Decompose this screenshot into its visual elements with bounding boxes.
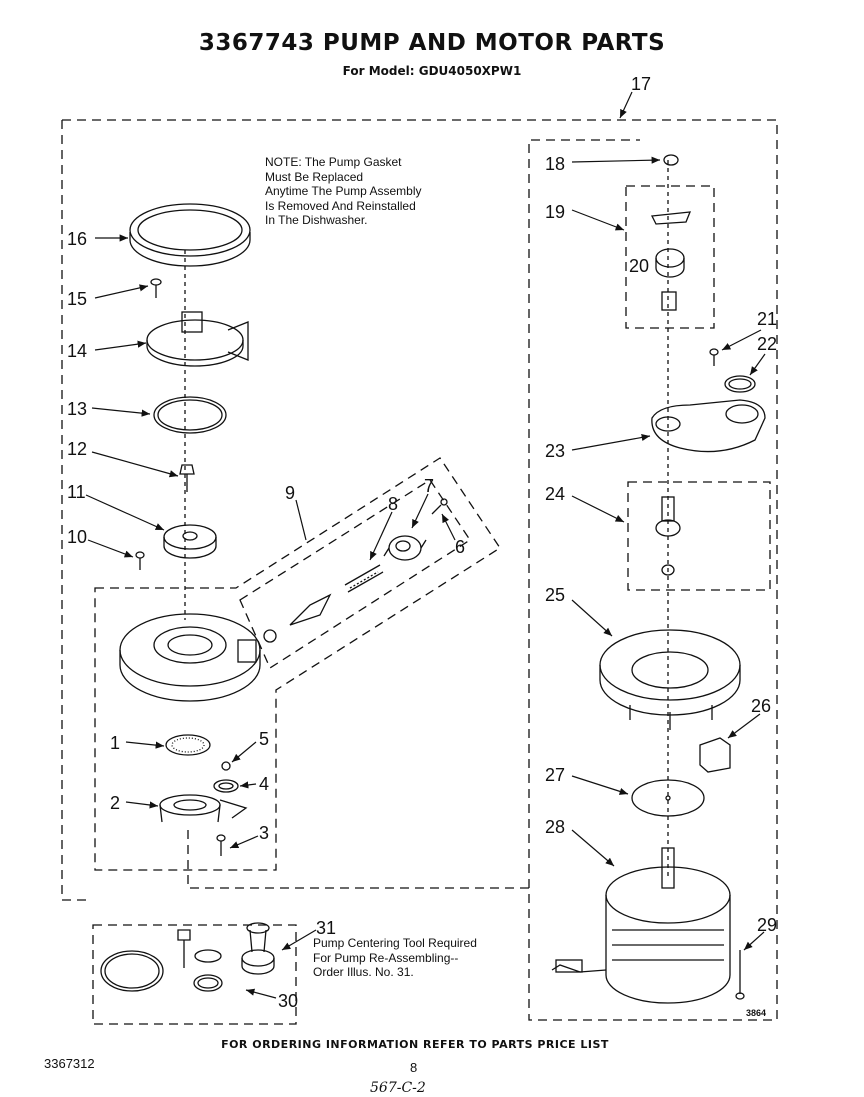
diagram-code: 3864 bbox=[746, 1008, 767, 1018]
pump-body bbox=[119, 613, 261, 702]
callout-4: 4 bbox=[259, 774, 269, 794]
nut-part-18 bbox=[663, 154, 679, 166]
callout-20: 20 bbox=[629, 256, 649, 276]
o-ring-part-22 bbox=[724, 375, 756, 393]
callout-31: 31 bbox=[316, 918, 336, 938]
callout-8: 8 bbox=[388, 494, 398, 514]
pump-housing-part-2 bbox=[159, 794, 248, 823]
gasket-bracket-outline bbox=[187, 830, 529, 889]
callout-14: 14 bbox=[67, 341, 87, 361]
callout-19: 19 bbox=[545, 202, 565, 222]
callout-9: 9 bbox=[285, 483, 295, 503]
callout-15: 15 bbox=[67, 289, 87, 309]
callout-28: 28 bbox=[545, 817, 565, 837]
centering-tool-note: Pump Centering Tool Required For Pump Re… bbox=[313, 936, 477, 979]
motor-part-28 bbox=[551, 847, 731, 1004]
callout-30: 30 bbox=[278, 991, 298, 1011]
valve-cap-part-7 bbox=[383, 535, 427, 561]
bolt-part-12 bbox=[179, 464, 195, 492]
impeller-housing-part-14 bbox=[146, 311, 249, 367]
shaft-kit-outline-24 bbox=[627, 481, 771, 591]
model-subtitle: For Model: GDU4050XPW1 bbox=[342, 64, 522, 78]
callout-10: 10 bbox=[67, 527, 87, 547]
handwritten-code: 567-C-2 bbox=[370, 1080, 426, 1096]
page-number: 8 bbox=[410, 1060, 418, 1075]
callout-13: 13 bbox=[67, 399, 87, 419]
screw-part-10 bbox=[135, 551, 145, 570]
screw-part-3 bbox=[216, 834, 226, 856]
callout-16: 16 bbox=[67, 229, 87, 249]
disc-part-27 bbox=[631, 779, 705, 817]
callout-3: 3 bbox=[259, 823, 269, 843]
o-ring-part-13 bbox=[153, 396, 227, 434]
callout-numbers: 16 15 14 13 12 11 10 9 8 7 6 1 2 5 4 3 1… bbox=[67, 74, 777, 1011]
impeller-part-11 bbox=[163, 524, 217, 559]
callout-6: 6 bbox=[455, 537, 465, 557]
callout-17: 17 bbox=[631, 74, 651, 94]
assembly-outline-17 bbox=[61, 119, 778, 1021]
pump-gasket-note: NOTE: The Pump Gasket Must Be Replaced A… bbox=[265, 155, 422, 227]
screw-part-6 bbox=[431, 498, 448, 515]
screw-part-15 bbox=[150, 278, 162, 298]
callout-26: 26 bbox=[751, 696, 771, 716]
gasket-part-4 bbox=[213, 779, 239, 793]
bushing-part-20 bbox=[661, 291, 677, 311]
callout-21: 21 bbox=[757, 309, 777, 329]
pump-gasket-part-16 bbox=[129, 203, 251, 267]
callout-2: 2 bbox=[110, 793, 120, 813]
callout-22: 22 bbox=[757, 334, 777, 354]
ball-part-5 bbox=[221, 761, 231, 771]
callout-25: 25 bbox=[545, 585, 565, 605]
screw-part-21 bbox=[709, 348, 719, 366]
part-number: 3367312 bbox=[44, 1056, 95, 1071]
callout-5: 5 bbox=[259, 729, 269, 749]
shaft-assembly-part-24 bbox=[655, 496, 681, 576]
seal-parts-19 bbox=[650, 211, 692, 278]
pump-subassembly-outline bbox=[94, 457, 501, 871]
callout-7: 7 bbox=[424, 476, 434, 496]
kit-contents-30 bbox=[100, 929, 223, 992]
callout-24: 24 bbox=[545, 484, 565, 504]
terminal-block-part-26 bbox=[699, 737, 731, 773]
callout-11: 11 bbox=[67, 482, 86, 502]
seal-kit-outline-19-20 bbox=[625, 185, 715, 329]
check-valve-parts-9 bbox=[263, 564, 384, 643]
centering-tool-part-31 bbox=[241, 922, 275, 975]
callout-12: 12 bbox=[67, 439, 87, 459]
ordering-info: FOR ORDERING INFORMATION REFER TO PARTS … bbox=[221, 1038, 609, 1051]
callout-29: 29 bbox=[757, 915, 777, 935]
filter-screen-part-1 bbox=[165, 734, 211, 756]
motor-mount-part-25 bbox=[599, 629, 741, 730]
callout-18: 18 bbox=[545, 154, 565, 174]
callout-1: 1 bbox=[110, 733, 120, 753]
callout-27: 27 bbox=[545, 765, 565, 785]
page-title: 3367743 PUMP AND MOTOR PARTS bbox=[198, 30, 666, 56]
callout-leaders bbox=[85, 91, 766, 999]
bearing-plate-part-23 bbox=[651, 399, 766, 453]
screw-part-29 bbox=[735, 950, 745, 1000]
callout-23: 23 bbox=[545, 441, 565, 461]
